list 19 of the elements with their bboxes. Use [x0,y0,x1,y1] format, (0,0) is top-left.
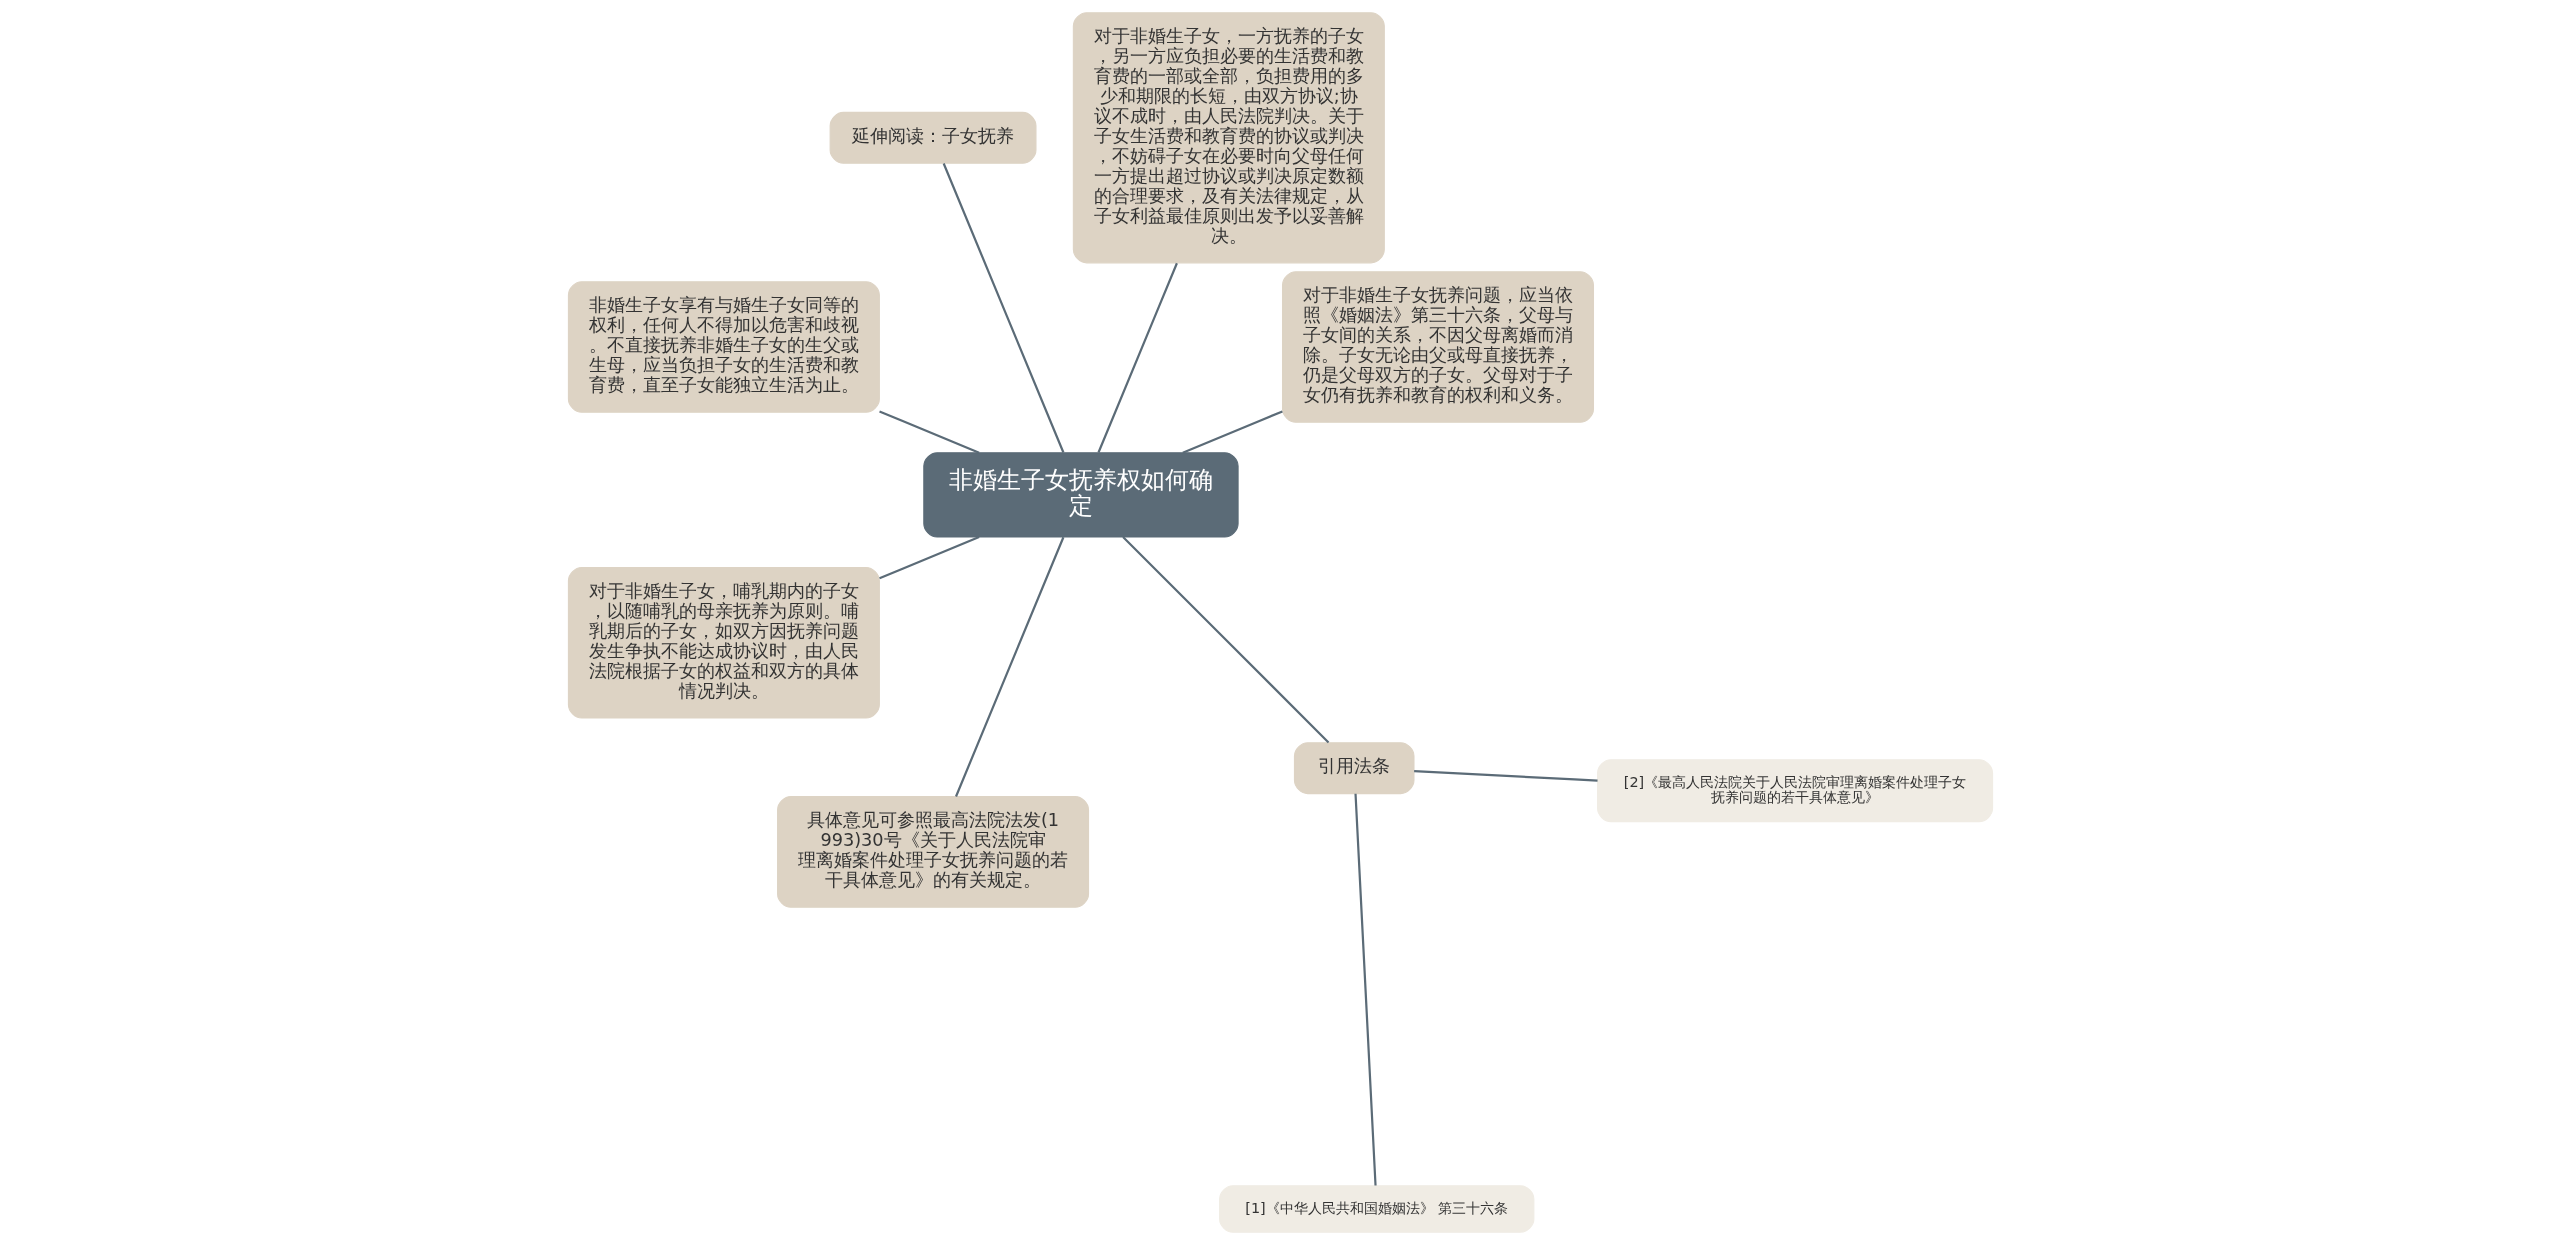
node-box: 对于非婚生子女，一方抚养的子女，另一方应负担必要的生活费和教育费的一部或全部，负担费用的多少和期限的长短，由双方协议;协议不成时，由人民法院判决。关于子女生活费和教育费的协议或判决，不妨碍子女在必要时向父母任何一方提出超过协议或判决原定数额的合理要求，及有关法律规定，从子女利益最佳原则出发予以妥善解决。 [1072,12,1385,264]
connector [1181,410,1283,454]
node-box: 非婚生子女享有与婚生子女同等的权利，任何人不得加以危害和歧视。不直接抚养非婚生子女的生父或生母，应当负担子女的生活费和教育费，直至子女能独立生活为止。 [567,281,880,413]
connector [1096,262,1178,453]
connector [954,536,1064,797]
node-box: 引用法条 [1293,742,1415,795]
connector [878,410,980,454]
connector [1121,536,1329,744]
node-box: [2]《最高人民法院关于人民法院审理离婚案件处理子女抚养问题的若干具体意见》 [1596,759,1993,823]
node-box: 非婚生子女抚养权如何确定 [922,452,1239,538]
connector [878,536,980,580]
connector [1353,793,1377,1186]
node-box: 对于非婚生子女抚养问题，应当依照《婚姻法》第三十六条，父母与子女间的关系，不因父母离婚而消除。子女无论由父或母直接抚养，仍是父母双方的子女。父母对于子女仍有抚养和教育的权利和义务。 [1281,271,1594,423]
connector [1413,770,1598,782]
node-box: 延伸阅读：子女抚养 [829,111,1036,164]
node-box: 具体意见可参照最高法院法发(1993)30号《关于人民法院审理离婚案件处理子女抚养问题的若干具体意见》的有关规定。 [776,796,1089,908]
node-box: 对于非婚生子女，哺乳期内的子女，以随哺乳的母亲抚养为原则。哺乳期后的子女，如双方因抚养问题发生争执不能达成协议时，由人民法院根据子女的权益和双方的具体情况判决。 [567,566,880,719]
connector [942,163,1064,453]
node-box: [1]《中华人民共和国婚姻法》 第三十六条 [1218,1185,1534,1233]
